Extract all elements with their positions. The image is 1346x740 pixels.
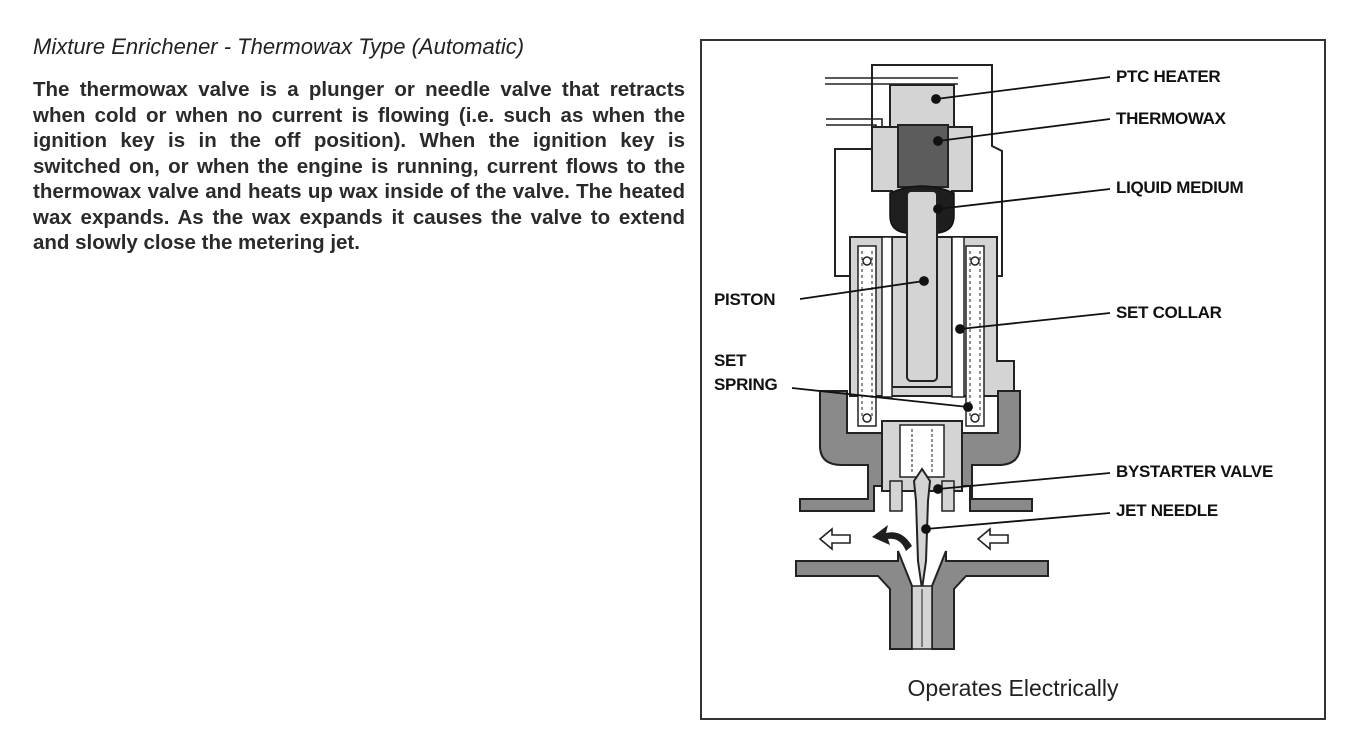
- label-set-spring-line1: SET: [714, 351, 747, 370]
- carburetor-body: [795, 550, 913, 650]
- thermowax-element: [897, 124, 949, 188]
- thermowax-valve-diagram: [791, 64, 1111, 650]
- figure-caption: Operates Electrically: [907, 675, 1119, 701]
- flow-arrow-right-icon: [976, 527, 1009, 551]
- flow-arrow-left-icon: [818, 527, 851, 551]
- label-jet-needle: JET NEEDLE: [1116, 501, 1218, 520]
- label-liquid-medium: LIQUID MEDIUM: [1116, 178, 1244, 197]
- flow-curve-arrow-icon: [872, 525, 912, 551]
- ptc-heater-block: [889, 84, 955, 128]
- piston-rod: [906, 190, 938, 382]
- label-piston: PISTON: [714, 290, 776, 309]
- label-ptc-heater: PTC HEATER: [1116, 67, 1221, 86]
- label-bystarter-valve: BYSTARTER VALVE: [1116, 462, 1274, 481]
- label-thermowax: THERMOWAX: [1116, 109, 1226, 128]
- spring-channel-right: [965, 245, 985, 427]
- section-heading: Mixture Enrichener - Thermowax Type (Aut…: [33, 34, 525, 59]
- spring-channel-left: [857, 245, 877, 427]
- thermowax-diagram-figure: PTC HEATER THERMOWAX LIQUID MEDIUM PISTO…: [700, 39, 1326, 720]
- label-set-collar: SET COLLAR: [1116, 303, 1222, 322]
- body-paragraph: The thermowax valve is a plunger or need…: [33, 78, 685, 254]
- label-set-spring-line2: SPRING: [714, 375, 778, 394]
